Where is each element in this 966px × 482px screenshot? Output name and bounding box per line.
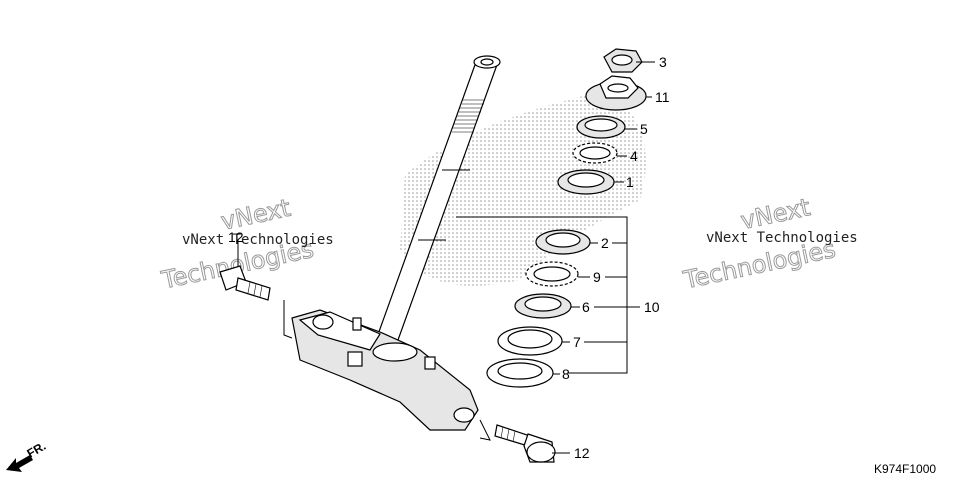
watermark-small-right: vNext Technologies [706, 230, 858, 246]
callout-12-lower: 12 [574, 445, 590, 461]
bolt-12-lower [494, 424, 556, 463]
part-8-washer [486, 358, 554, 388]
bottom-bridge [291, 309, 479, 431]
callout-12-upper: 12 [228, 229, 244, 245]
part-7-seal [497, 326, 563, 356]
callout-5: 5 [640, 121, 648, 137]
callout-6: 6 [582, 299, 590, 315]
figure-code: K974F1000 [874, 462, 936, 476]
callout-7: 7 [573, 334, 581, 350]
part-3-nut [603, 48, 643, 73]
part-4-bearing [572, 142, 618, 164]
leader-lines [237, 61, 655, 454]
callout-1: 1 [626, 174, 634, 190]
callout-3: 3 [659, 54, 667, 70]
bolt-12-upper [219, 265, 271, 301]
part-2-race [535, 229, 591, 255]
callout-8: 8 [562, 366, 570, 382]
callout-4: 4 [630, 148, 638, 164]
part-6-race [514, 293, 572, 319]
part-9-bearing [525, 261, 579, 287]
part-5-race [576, 115, 626, 139]
watermark-small-left: vNext Technologies [182, 232, 334, 248]
callout-10: 10 [644, 299, 660, 315]
watermark-big-vnext-right: vNext [738, 193, 812, 235]
part-11-locknut [585, 75, 647, 111]
part-1-race [557, 169, 615, 195]
callout-11: 11 [655, 89, 670, 105]
callout-9: 9 [593, 269, 601, 285]
callout-2: 2 [601, 235, 609, 251]
front-direction-arrow: FR. [6, 439, 48, 472]
bracket-lines [283, 300, 491, 441]
